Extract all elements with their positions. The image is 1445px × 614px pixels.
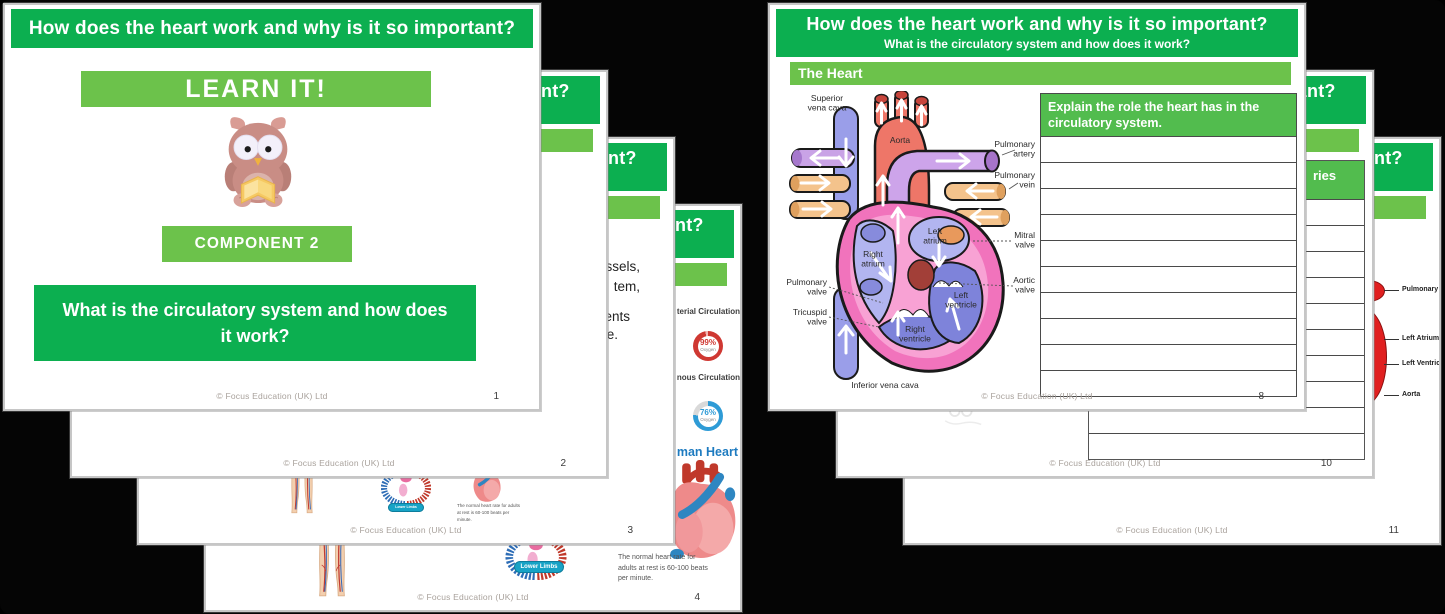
venous-oxygen-percent: 76% bbox=[699, 408, 716, 418]
heart-rate-caption: The normal heart rate for adults at rest… bbox=[618, 554, 708, 582]
label-leader-line bbox=[1384, 339, 1399, 340]
label-aorta: Aorta bbox=[890, 135, 911, 145]
label-leader-line bbox=[1384, 290, 1399, 291]
footer-copyright: © Focus Education (UK) Ltd bbox=[1049, 458, 1161, 468]
page-number: 2 bbox=[560, 458, 566, 469]
body-text-fragment: e. bbox=[606, 327, 618, 342]
label-superior-vena-cava-line2: vena cava bbox=[808, 103, 847, 113]
body-text-fragment: ents bbox=[604, 309, 630, 324]
answer-line[interactable] bbox=[1041, 214, 1296, 240]
label-mitral-valve-line1: Mitral bbox=[1014, 230, 1035, 240]
label-left-ventricle: Left Ventricle bbox=[1402, 360, 1441, 367]
answer-line[interactable] bbox=[1041, 240, 1296, 266]
slide-1[interactable]: How does the heart work and why is it so… bbox=[3, 3, 541, 411]
label-aortic-valve-line1: Aortic bbox=[1013, 275, 1035, 285]
arterial-oxygen-donut: 99% Oxygen bbox=[693, 331, 723, 361]
label-pulmonary-valve-line1: Pulmonary bbox=[786, 277, 827, 287]
label-mitral-valve-line2: valve bbox=[1015, 240, 1035, 250]
lower-limbs-badge: Lower Limbs bbox=[514, 561, 564, 573]
label-inferior-vena-cava: Inferior vena cava bbox=[851, 380, 919, 390]
owl-mascot-illustration bbox=[224, 117, 292, 207]
worksheet-table: Explain the role the heart has in the ci… bbox=[1040, 93, 1297, 397]
donut-center: 99% Oxygen bbox=[697, 335, 719, 357]
body-text-fragment: tem, bbox=[613, 279, 640, 294]
label-pulmonary-artery-line2: artery bbox=[1013, 149, 1035, 159]
slide-title-bar: How does the heart work and why is it so… bbox=[776, 9, 1298, 57]
label-aorta: Aorta bbox=[1402, 391, 1421, 398]
label-pulmonary-valve-line2: valve bbox=[807, 287, 827, 297]
venous-circulation-label: nous Circulation bbox=[676, 373, 740, 382]
footer-copyright: © Focus Education (UK) Ltd bbox=[417, 592, 529, 602]
human-heart-illustration bbox=[667, 460, 736, 560]
label-leader-line bbox=[1384, 364, 1399, 365]
slide-8[interactable]: How does the heart work and why is it so… bbox=[768, 3, 1306, 411]
answer-line[interactable] bbox=[1041, 136, 1296, 162]
label-right-ventricle-line2: ventricle bbox=[899, 334, 931, 344]
label-pulmonary-vein-line2: vein bbox=[1019, 180, 1035, 190]
page-number: 8 bbox=[1258, 391, 1264, 402]
label-superior-vena-cava-line1: Superior bbox=[811, 93, 843, 103]
page-number: 10 bbox=[1320, 458, 1332, 469]
page-number: 4 bbox=[694, 592, 700, 603]
footer-copyright: © Focus Education (UK) Ltd bbox=[283, 458, 395, 468]
answer-line[interactable] bbox=[1041, 344, 1296, 370]
answer-line[interactable] bbox=[1041, 162, 1296, 188]
label-left-atrium-line1: Left bbox=[928, 226, 943, 236]
slide-subtitle: What is the circulatory system and how d… bbox=[883, 36, 1191, 51]
label-pulmonary-artery-line1: Pulmonary bbox=[994, 139, 1035, 149]
donut-center: 76% Oxygen bbox=[697, 405, 719, 427]
answer-line[interactable] bbox=[1041, 292, 1296, 318]
worksheet-table-header: Explain the role the heart has in the ci… bbox=[1041, 94, 1296, 136]
label-leader-line bbox=[1384, 395, 1399, 396]
oxygen-caption: Oxygen bbox=[700, 417, 716, 423]
arterial-oxygen-percent: 99% bbox=[699, 338, 716, 348]
page-number: 1 bbox=[493, 391, 499, 402]
page-number: 11 bbox=[1388, 525, 1399, 536]
label-right-ventricle-line1: Right bbox=[905, 324, 925, 334]
label-pulmonary-vein-line1: Pulmonary bbox=[994, 170, 1035, 180]
key-question-banner: What is the circulatory system and how d… bbox=[34, 285, 476, 361]
label-right-atrium-line2: atrium bbox=[861, 259, 885, 269]
slide-title: How does the heart work and why is it so… bbox=[28, 18, 516, 39]
label-left-ventricle-line1: Left bbox=[954, 290, 969, 300]
human-heart-title: man Heart bbox=[676, 445, 738, 459]
answer-line[interactable] bbox=[1041, 318, 1296, 344]
heart-anatomy-diagram: Superior vena cava Aorta Pulmonary arter… bbox=[786, 91, 1036, 390]
footer-copyright: © Focus Education (UK) Ltd bbox=[350, 525, 462, 535]
label-left-atrium: Left Atrium bbox=[1402, 335, 1440, 342]
answer-line[interactable] bbox=[1089, 433, 1364, 459]
label-left-ventricle-line2: ventricle bbox=[945, 300, 977, 310]
venous-oxygen-donut: 76% Oxygen bbox=[693, 401, 723, 431]
page-number: 3 bbox=[627, 525, 633, 536]
answer-line[interactable] bbox=[1041, 188, 1296, 214]
label-pulmonary-artery: Pulmonary Artery bbox=[1402, 286, 1439, 293]
arterial-circulation-label: terial Circulation bbox=[676, 307, 740, 316]
section-title-bar: The Heart bbox=[790, 62, 1291, 85]
body-text-fragment: essels, bbox=[597, 259, 640, 274]
oxygen-caption: Oxygen bbox=[700, 347, 716, 353]
footer-copyright: © Focus Education (UK) Ltd bbox=[216, 391, 328, 401]
lower-limbs-anatomy-illustration bbox=[319, 534, 345, 597]
component-banner: COMPONENT 2 bbox=[162, 226, 352, 262]
label-right-atrium-line1: Right bbox=[863, 249, 883, 259]
slide-title-bar: How does the heart work and why is it so… bbox=[11, 9, 533, 48]
label-tricuspid-valve-line1: Tricuspid bbox=[793, 307, 827, 317]
lower-limbs-badge: Lower Limbs bbox=[388, 503, 424, 512]
label-left-atrium-line2: atrium bbox=[923, 236, 947, 246]
heart-rate-caption: The normal heart rate for adults at rest… bbox=[457, 503, 521, 522]
label-aortic-valve-line2: valve bbox=[1015, 285, 1035, 295]
slide-title: How does the heart work and why is it so… bbox=[806, 14, 1268, 34]
table-header-fragment: ries bbox=[1313, 168, 1337, 183]
learn-it-banner: LEARN IT! bbox=[81, 71, 431, 107]
footer-copyright: © Focus Education (UK) Ltd bbox=[1116, 525, 1228, 535]
answer-line[interactable] bbox=[1041, 370, 1296, 396]
answer-line[interactable] bbox=[1041, 266, 1296, 292]
footer-copyright: © Focus Education (UK) Ltd bbox=[981, 391, 1093, 401]
label-tricuspid-valve-line2: valve bbox=[807, 317, 827, 327]
